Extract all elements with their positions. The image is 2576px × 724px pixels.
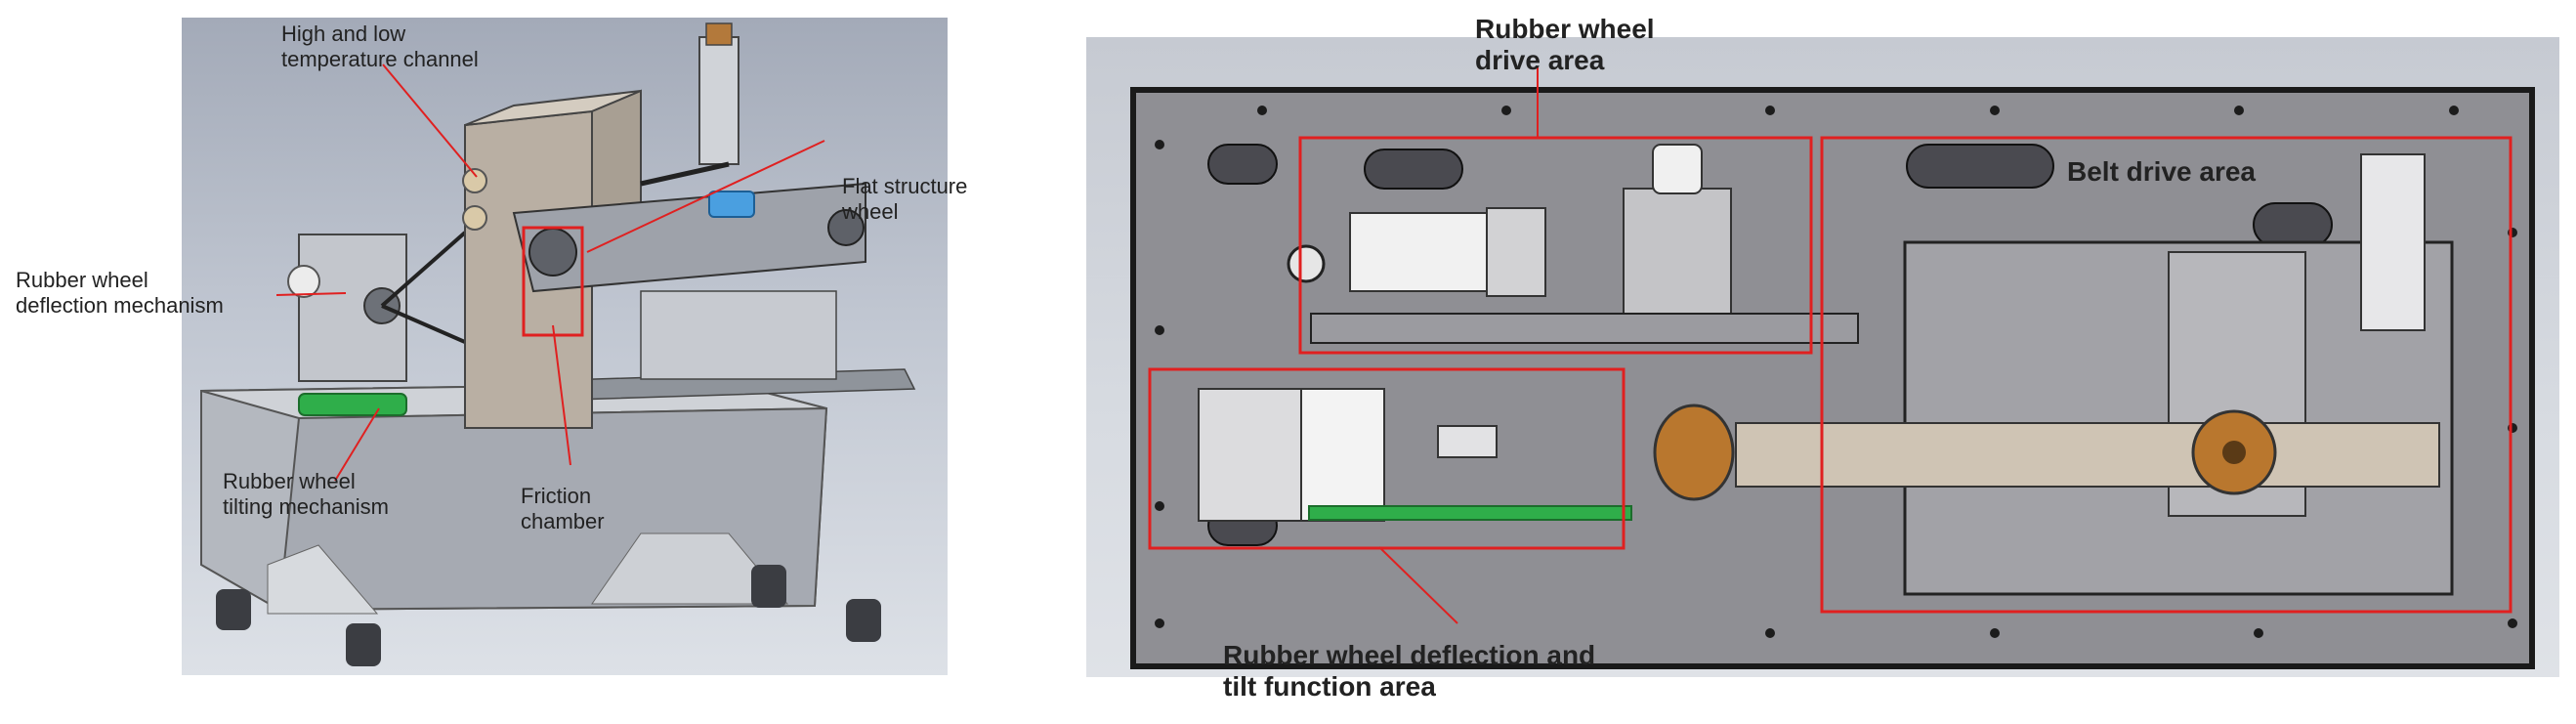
belt-area-box — [1820, 136, 2513, 614]
deflection-actuator — [1300, 388, 1385, 522]
label-line: deflection mechanism — [16, 292, 224, 318]
temp-port-1 — [462, 168, 487, 193]
label-friction-chamber: Friction chamber — [521, 484, 605, 533]
green-rail — [1308, 505, 1632, 521]
highlight-regions — [1148, 136, 2513, 614]
drive-area-box — [1298, 136, 1813, 355]
label-line: drive area — [1475, 45, 1605, 76]
arm-end-wheel — [827, 209, 865, 246]
label-line: Rubber wheel deflection and — [1223, 640, 1596, 670]
label-line: temperature channel — [281, 46, 479, 71]
flat-structure-wheel — [528, 228, 577, 277]
label-line: wheel — [842, 198, 899, 224]
label-line: chamber — [521, 508, 605, 533]
tower-belt — [640, 161, 730, 187]
top-view-drawing — [1130, 66, 2535, 669]
slots — [1207, 144, 2333, 546]
label-rubber-wheel-deflection-mechanism: Rubber wheel deflection mechanism — [16, 268, 224, 318]
label-line: High and low — [281, 21, 406, 46]
deflection-area-box — [1148, 367, 1626, 550]
label-belt-drive-area: Belt drive area — [2067, 156, 2256, 187]
belt-pulley-hub — [2222, 441, 2246, 464]
belt-motor — [2360, 153, 2426, 331]
label-line: Rubber wheel — [1475, 14, 1655, 44]
deflection-rod — [1437, 425, 1498, 458]
tension-pulley — [1287, 244, 1326, 283]
drive-belt-upper — [380, 231, 467, 308]
cabinet-arch-right — [591, 532, 789, 605]
deflection-knob — [287, 265, 320, 298]
lift-cylinder — [698, 36, 739, 165]
label-high-low-temp-channel: High and low temperature channel — [281, 21, 479, 71]
friction-chamber-highlight — [522, 226, 584, 337]
label-rubber-wheel-drive-area: Rubber wheel drive area — [1475, 14, 1655, 77]
caster-wheels — [216, 565, 881, 666]
label-line: tilt function area — [1223, 671, 1436, 703]
motor-coupling — [1486, 207, 1546, 297]
callout-lines-right — [1378, 66, 1539, 624]
label-line: Rubber wheel — [16, 268, 148, 292]
callout-lines — [275, 64, 825, 482]
label-line: Flat structure — [842, 174, 968, 198]
drive-arm — [1310, 313, 1859, 344]
machine-3d-drawing — [200, 22, 916, 666]
lower-frame — [640, 290, 837, 380]
label-deflection-tilt-area: Rubber wheel deflection and tilt functio… — [1223, 640, 1595, 703]
cylinder-cap — [705, 22, 733, 46]
machine-top-view — [1086, 37, 2559, 677]
green-bracket — [298, 393, 407, 416]
drive-motor — [1349, 212, 1488, 292]
label-line: Friction — [521, 484, 592, 508]
deflection-block — [1198, 388, 1302, 522]
spindle-top — [1652, 144, 1703, 194]
label-flat-structure-wheel: Flat structure wheel — [842, 174, 967, 224]
label-rubber-wheel-tilting-mechanism: Rubber wheel tilting mechanism — [223, 469, 389, 519]
blue-block — [708, 191, 755, 218]
rubber-wheel-top — [1653, 404, 1735, 501]
label-line: tilting mechanism — [223, 493, 389, 519]
cabinet-arch-left — [267, 544, 379, 615]
flat-belt — [1735, 422, 2440, 488]
machine-3d-render — [182, 18, 948, 675]
temp-port-2 — [462, 205, 487, 231]
label-line: Rubber wheel — [223, 469, 356, 493]
